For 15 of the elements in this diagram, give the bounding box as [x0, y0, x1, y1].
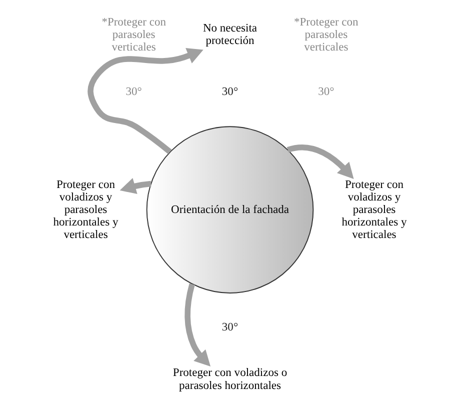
label: *Proteger con parasoles verticales — [294, 16, 358, 54]
node-text: No necesita protección — [202, 22, 258, 48]
arrow — [120, 178, 152, 194]
arrow — [184, 283, 211, 366]
node-text: Proteger con voladizos o parasoles horizontales — [172, 367, 288, 392]
label: 30° — [222, 86, 238, 98]
node-text: Proteger con voladizos y parasoles horizontales y verticales — [342, 178, 407, 241]
node-circle: Orientación de la fachada — [146, 126, 314, 294]
label: 30° — [222, 322, 238, 334]
label: *Proteger con parasoles verticales — [102, 16, 166, 54]
label: 30° — [318, 86, 334, 98]
node-text: Proteger con voladizos y parasoles horizontales y verticales — [53, 178, 118, 241]
label: 30° — [126, 86, 142, 98]
arrow — [88, 48, 204, 154]
arrow — [286, 144, 354, 179]
